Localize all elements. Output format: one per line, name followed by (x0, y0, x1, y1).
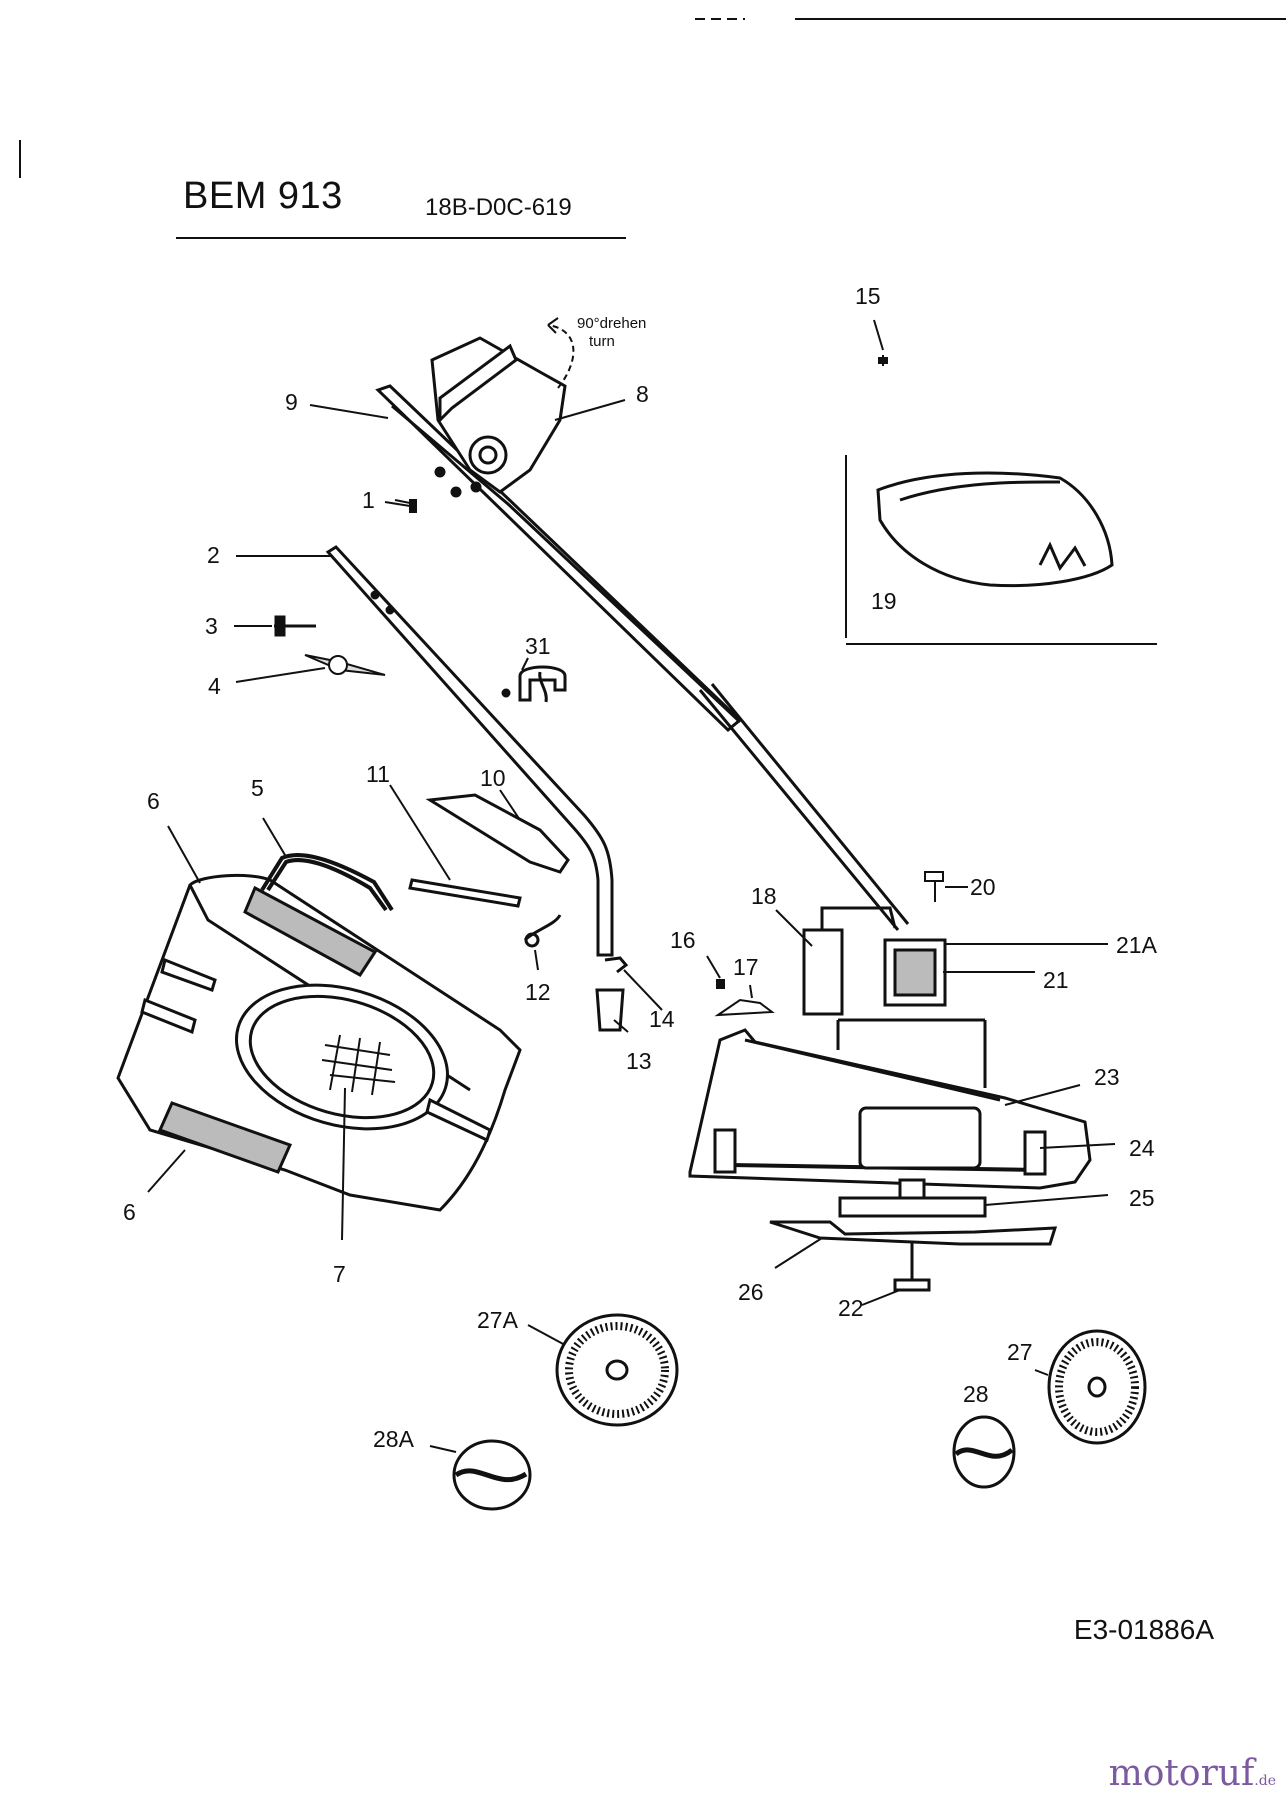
spring-12 (523, 914, 562, 948)
callout-5: 5 (251, 775, 264, 801)
callout-22: 22 (838, 1295, 864, 1321)
callout-1: 1 (362, 487, 375, 513)
callout-6-top: 6 (147, 788, 160, 814)
blade-26 (769, 1220, 1058, 1246)
rotate-arrow (547, 317, 575, 389)
callout-16: 16 (670, 927, 696, 953)
wing-nut-4 (304, 654, 386, 676)
switch-21 (883, 938, 947, 1007)
callout-12: 12 (525, 979, 551, 1005)
callout-20: 20 (970, 874, 996, 900)
flap-10 (425, 793, 570, 874)
cable-clip-16-17 (714, 979, 775, 1017)
screw-1 (384, 499, 417, 513)
callout-8: 8 (636, 381, 649, 407)
plug-13 (595, 988, 625, 1032)
part-code: 18B-D0C-619 (425, 194, 572, 221)
callout-11: 11 (366, 761, 390, 787)
grass-box (116, 873, 522, 1212)
clip-14 (604, 956, 629, 974)
callout-21a: 21A (1116, 932, 1158, 958)
wheel-27a (555, 1313, 679, 1427)
watermark: motoruf.de (1109, 1753, 1276, 1794)
callout-26: 26 (738, 1279, 764, 1305)
model-title: BEM 913 (183, 175, 343, 217)
callout-23: 23 (1094, 1064, 1120, 1090)
rotate-note-line2: turn (589, 333, 615, 350)
callout-17: 17 (733, 954, 759, 980)
callout-9: 9 (285, 389, 298, 415)
callout-15: 15 (855, 283, 881, 309)
scan-marks (19, 18, 1286, 178)
rod-11 (408, 878, 522, 908)
wheel-27 (1047, 1329, 1147, 1445)
screw-15 (878, 355, 888, 366)
drawing-reference: E3-01886A (1073, 1614, 1214, 1645)
callout-7: 7 (333, 1261, 346, 1287)
callout-19: 19 (871, 588, 897, 614)
bag-frame (845, 455, 1157, 645)
callout-3: 3 (205, 613, 218, 639)
carry-handle-5 (260, 853, 394, 912)
callout-25: 25 (1129, 1185, 1155, 1211)
header-rule (176, 237, 626, 239)
switch-box (430, 336, 567, 498)
clip-31 (518, 665, 567, 703)
callout-24: 24 (1129, 1135, 1155, 1161)
lower-handle (325, 545, 614, 957)
callout-4: 4 (208, 673, 221, 699)
motor-housing (688, 1018, 1092, 1190)
leader-lines (147, 319, 1116, 1453)
callout-27a: 27A (477, 1307, 519, 1333)
watermark-suffix: .de (1254, 1773, 1276, 1789)
callout-28a: 28A (373, 1426, 415, 1452)
callout-18: 18 (751, 883, 777, 909)
bolt-22 (893, 1242, 931, 1292)
callout-10: 10 (480, 765, 506, 791)
grass-bag (876, 471, 1114, 588)
watermark-brand: motoruf (1108, 1753, 1255, 1794)
bolt-3 (274, 615, 316, 637)
hubcap-28 (952, 1415, 1016, 1489)
fan-25 (838, 1178, 987, 1218)
rotate-note-line1: 90°drehen (577, 315, 646, 332)
callout-14: 14 (649, 1006, 675, 1032)
callout-13: 13 (626, 1048, 652, 1074)
callout-31: 31 (525, 633, 551, 659)
upper-handle (375, 384, 910, 931)
callout-28: 28 (963, 1381, 989, 1407)
callout-21: 21 (1043, 967, 1069, 993)
capacitor-18 (802, 906, 897, 1016)
hubcap-28a (452, 1439, 532, 1511)
callout-27: 27 (1007, 1339, 1033, 1365)
callout-6-bottom: 6 (123, 1199, 136, 1225)
callout-2: 2 (207, 542, 220, 568)
screw-20 (924, 871, 944, 902)
